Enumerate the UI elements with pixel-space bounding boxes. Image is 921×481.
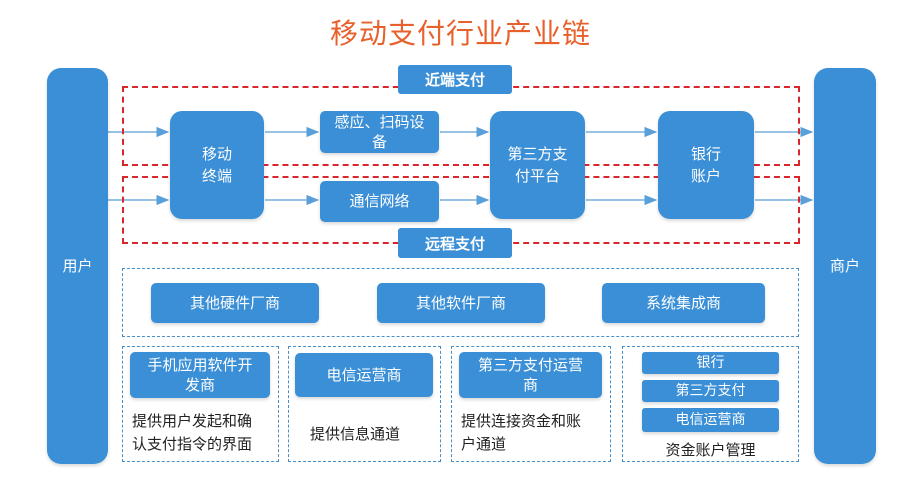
third-party-platform-line2: 付平台 (514, 167, 560, 185)
account-management-desc: 资金账户管理 (665, 441, 756, 459)
sensing-device-line1: 感应、扫码设 (334, 112, 425, 131)
third-party-operator-desc-line1: 提供连接资金和账 (461, 412, 582, 430)
page-title: 移动支付行业产业链 (329, 17, 591, 50)
app-developer-line2: 发商 (184, 376, 215, 394)
third-party-platform-line1: 第三方支 (507, 144, 568, 163)
vendor-software-box: 其他软件厂商 (377, 283, 545, 323)
sensing-device-box: 感应、扫码设备 (320, 111, 439, 153)
mobile-terminal-line2: 终端 (201, 167, 232, 185)
user-column: 用户 (47, 68, 108, 464)
bank-account-line2: 账户 (690, 167, 721, 185)
mobile-terminal-line1: 移动 (201, 144, 232, 163)
near-payment-label: 近端支付 (398, 65, 512, 94)
merchant-column: 商户 (814, 68, 876, 464)
telecom-operator-panel (288, 346, 441, 462)
mobile-terminal-box: 移动终端 (170, 111, 264, 219)
app-developer-desc-line2: 认支付指令的界面 (132, 435, 253, 454)
vendors-region (122, 268, 799, 337)
vendor-hardware-box: 其他硬件厂商 (151, 283, 319, 323)
telecom-operator-box: 电信运营商 (295, 353, 433, 397)
account-item-bank: 银行 (642, 352, 779, 374)
third-party-operator-box: 第三方支付运营商 (459, 352, 602, 398)
app-developer-desc-line1: 提供用户发起和确 (132, 412, 253, 430)
sensing-device-line2: 备 (371, 133, 387, 151)
third-party-platform-box: 第三方支付平台 (490, 111, 585, 219)
telecom-operator-desc: 提供信息通道 (310, 425, 401, 443)
third-party-operator-desc-line2: 户通道 (461, 435, 507, 454)
account-item-telecom: 电信运营商 (642, 408, 779, 432)
remote-payment-label: 远程支付 (398, 228, 512, 258)
bank-account-box: 银行账户 (658, 111, 754, 219)
app-developer-box: 手机应用软件开发商 (130, 352, 270, 398)
account-item-third-party: 第三方支付 (642, 380, 779, 402)
bank-account-line1: 银行 (690, 144, 721, 163)
app-developer-desc: 提供用户发起和确 认支付指令的界面 (132, 410, 252, 457)
app-developer-panel (122, 346, 279, 462)
app-developer-line1: 手机应用软件开 (147, 355, 253, 374)
third-party-operator-panel (451, 346, 611, 462)
telecom-network-box: 通信网络 (320, 181, 439, 222)
third-party-operator-line1: 第三方支付运营 (477, 355, 583, 374)
third-party-operator-desc: 提供连接资金和账 户通道 (461, 410, 581, 457)
vendor-integrator-box: 系统集成商 (602, 283, 765, 323)
account-management-panel (622, 346, 799, 462)
third-party-operator-line2: 商 (522, 376, 538, 394)
